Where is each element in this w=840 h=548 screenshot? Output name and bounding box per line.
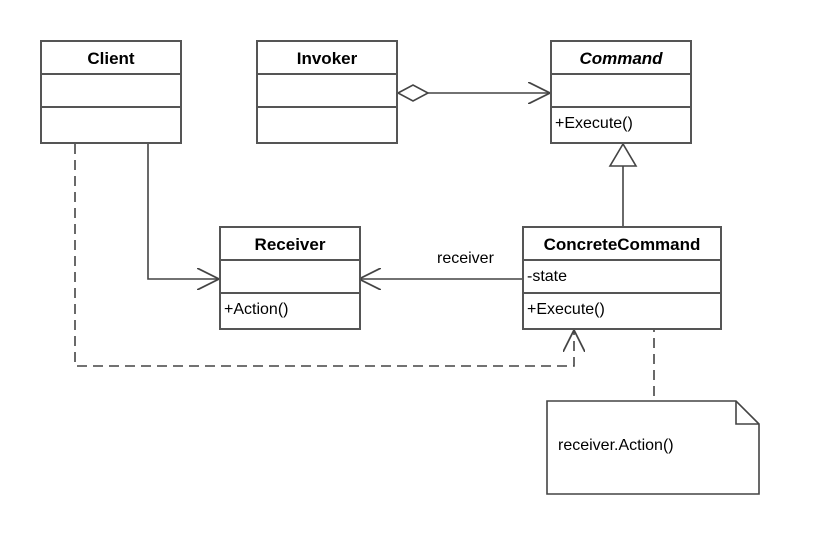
class-concrete-command[interactable]: ConcreteCommand -state +Execute() bbox=[522, 226, 722, 330]
class-attributes bbox=[258, 75, 396, 108]
class-client[interactable]: Client bbox=[40, 40, 182, 144]
class-operations: +Execute() bbox=[555, 115, 633, 132]
note-dogear-icon bbox=[735, 401, 759, 425]
class-receiver[interactable]: Receiver +Action() bbox=[219, 226, 361, 330]
class-attributes bbox=[221, 261, 359, 294]
generalization-triangle-icon bbox=[608, 142, 638, 167]
note-shape bbox=[546, 400, 760, 495]
class-operations bbox=[42, 108, 180, 141]
class-name: Client bbox=[42, 42, 180, 75]
class-command[interactable]: Command +Execute() bbox=[550, 40, 692, 144]
class-name: ConcreteCommand bbox=[524, 228, 720, 261]
class-operations: +Action() bbox=[224, 301, 289, 318]
class-name: Command bbox=[552, 42, 690, 75]
class-name: Receiver bbox=[221, 228, 359, 261]
class-attributes bbox=[552, 75, 690, 108]
generalization-concretecommand-command bbox=[608, 142, 638, 226]
class-operations bbox=[258, 108, 396, 141]
class-name: Invoker bbox=[258, 42, 396, 75]
class-attributes bbox=[42, 75, 180, 108]
note-text: receiver.Action() bbox=[558, 437, 674, 454]
aggregation-diamond-icon bbox=[396, 84, 430, 102]
class-invoker[interactable]: Invoker bbox=[256, 40, 398, 144]
receiver-association-label: receiver bbox=[437, 250, 494, 267]
invoker-command-aggregation bbox=[396, 84, 550, 102]
class-attributes: -state bbox=[524, 261, 720, 294]
class-operations: +Execute() bbox=[527, 301, 605, 318]
client-receiver-association bbox=[147, 144, 219, 279]
client-concretecommand-dependency bbox=[74, 144, 574, 367]
